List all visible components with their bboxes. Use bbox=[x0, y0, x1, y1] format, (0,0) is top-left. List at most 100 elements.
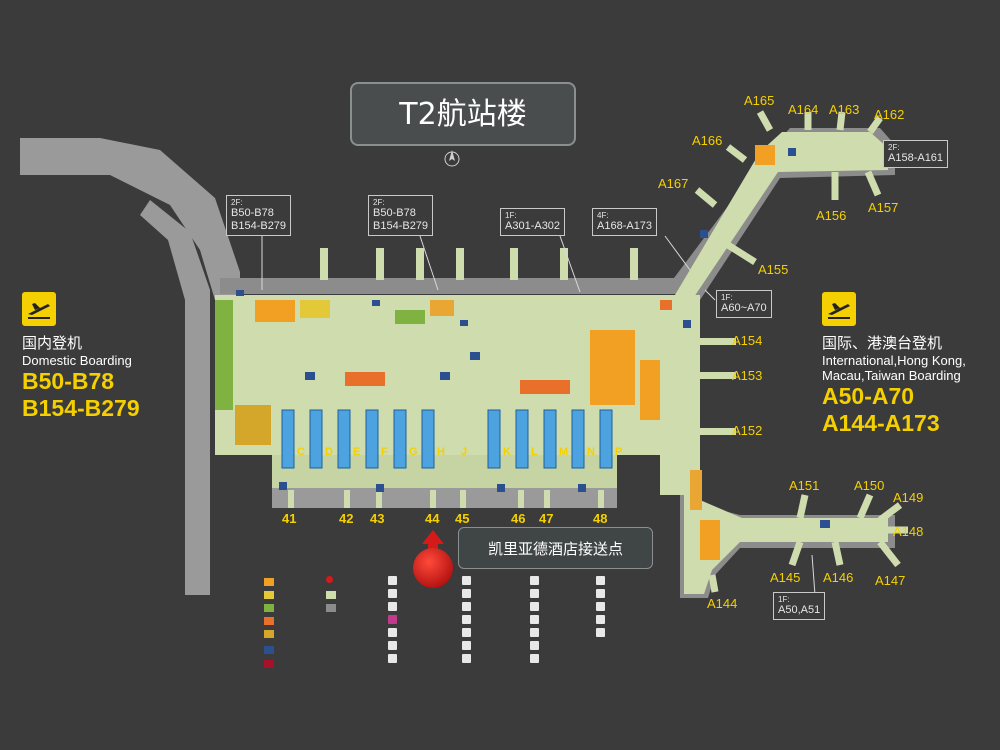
svg-text:K: K bbox=[503, 446, 511, 458]
stand-number: 44 bbox=[425, 511, 440, 526]
legend-swatch bbox=[264, 604, 278, 612]
legend-icon bbox=[388, 654, 401, 663]
legend-icon bbox=[462, 654, 475, 663]
legend-swatch bbox=[264, 591, 278, 599]
legend-icon bbox=[462, 576, 475, 585]
gate-label: A165 bbox=[744, 93, 775, 108]
floor-box: 4F:A168-A173 bbox=[592, 208, 658, 236]
legend-icon bbox=[388, 615, 401, 624]
floor-box: 1F:A50,A51 bbox=[773, 592, 826, 620]
gate-label: A150 bbox=[854, 478, 885, 493]
plane-departure-icon bbox=[22, 292, 56, 326]
gate-label: A148 bbox=[893, 524, 924, 539]
floor-box: 1F:A60~A70 bbox=[716, 290, 772, 318]
shop-blocks bbox=[215, 145, 775, 560]
international-label-cn: 国际、港澳台登机 bbox=[822, 334, 943, 352]
gate-label: A155 bbox=[758, 262, 789, 277]
se-pier-bridges bbox=[708, 493, 908, 593]
gate-label: A167 bbox=[658, 176, 689, 191]
legend-icon bbox=[530, 628, 543, 637]
domestic-label-cn: 国内登机 bbox=[22, 334, 83, 352]
checkin-islands bbox=[281, 409, 613, 469]
legend-icon bbox=[462, 641, 475, 650]
stand-number: 47 bbox=[539, 511, 554, 526]
legend-icon bbox=[388, 602, 401, 611]
gate-label: A162 bbox=[874, 107, 905, 122]
ne-pier-bridges bbox=[694, 110, 883, 265]
location-pin-icon bbox=[413, 530, 453, 588]
northeast-pier-base bbox=[665, 128, 895, 300]
bottom-stubs bbox=[288, 490, 604, 508]
legend-swatch bbox=[264, 617, 278, 625]
svg-text:H: H bbox=[437, 446, 445, 458]
gate-label: A144 bbox=[707, 596, 738, 611]
legend-icon bbox=[530, 602, 543, 611]
map-markers bbox=[236, 148, 830, 528]
gate-label: A154 bbox=[732, 333, 763, 348]
southeast-pier bbox=[684, 455, 888, 594]
floor-box: 1F:A301-A302 bbox=[500, 208, 566, 236]
stand-number: 45 bbox=[455, 511, 470, 526]
plane-departure-icon bbox=[822, 292, 856, 326]
floor-box: 2F:A158-A161 bbox=[883, 140, 949, 168]
international-boarding-panel: 国际、港澳台登机 International,Hong Kong, Macau,… bbox=[822, 292, 966, 437]
gate-label: A164 bbox=[788, 102, 819, 117]
hotel-pickup-label: 凯里亚德酒店接送点 bbox=[458, 527, 653, 569]
legend-icon bbox=[530, 576, 543, 585]
east-jet-bridges bbox=[700, 338, 736, 435]
legend-swatch bbox=[264, 630, 278, 638]
legend-swatch bbox=[326, 591, 340, 599]
stand-number: 43 bbox=[370, 511, 385, 526]
stand-number: 42 bbox=[339, 511, 354, 526]
domestic-gates-2: B154-B279 bbox=[22, 395, 140, 421]
leader-lines bbox=[261, 157, 883, 596]
forecourt bbox=[272, 488, 617, 508]
domestic-boarding-panel: 国内登机 Domestic Boarding B50-B78 B154-B279 bbox=[22, 292, 140, 422]
svg-text:L: L bbox=[531, 446, 538, 458]
legend-icon bbox=[596, 589, 609, 598]
legend-icon bbox=[388, 576, 401, 585]
compass-icon bbox=[444, 150, 460, 167]
east-concourse bbox=[660, 295, 700, 495]
gate-label: A147 bbox=[875, 573, 906, 588]
north-jet-bridges bbox=[320, 248, 638, 280]
domestic-label-en: Domestic Boarding bbox=[22, 353, 132, 368]
svg-text:E: E bbox=[353, 446, 360, 458]
legend-icon bbox=[462, 615, 475, 624]
legend-icon bbox=[388, 628, 401, 637]
gate-label: A152 bbox=[732, 423, 763, 438]
legend-icon bbox=[530, 641, 543, 650]
international-label-en-2: Macau,Taiwan Boarding bbox=[822, 368, 961, 383]
domestic-gates-1: B50-B78 bbox=[22, 368, 115, 394]
gate-label: A157 bbox=[868, 200, 899, 215]
svg-text:G: G bbox=[409, 446, 418, 458]
west-taxiway bbox=[20, 138, 240, 300]
legend-swatch bbox=[264, 660, 278, 668]
terminal-title: T2航站楼 bbox=[350, 82, 576, 146]
stand-number: 48 bbox=[593, 511, 608, 526]
legend-swatch bbox=[264, 578, 278, 586]
legend-icon bbox=[596, 615, 609, 624]
gate-label: A151 bbox=[789, 478, 820, 493]
legend-icon bbox=[530, 654, 543, 663]
gate-label: A149 bbox=[893, 490, 924, 505]
west-taxiway-lower bbox=[140, 200, 210, 595]
northeast-pier bbox=[672, 132, 888, 300]
stand-number: 41 bbox=[282, 511, 297, 526]
international-label-en-1: International,Hong Kong, bbox=[822, 353, 966, 368]
gate-label: A145 bbox=[770, 570, 801, 585]
legend-icon bbox=[388, 641, 401, 650]
international-gates-2: A144-A173 bbox=[822, 410, 940, 436]
international-gates-1: A50-A70 bbox=[822, 383, 915, 409]
floor-box: 2F:B50-B78 B154-B279 bbox=[368, 195, 434, 236]
legend-swatch bbox=[326, 604, 340, 612]
svg-text:J: J bbox=[461, 446, 467, 458]
floor-box: 2F:B50-B78 B154-B279 bbox=[226, 195, 292, 236]
legend-icon bbox=[388, 589, 401, 598]
svg-text:D: D bbox=[325, 446, 333, 458]
legend-swatch bbox=[264, 646, 278, 654]
svg-text:P: P bbox=[615, 446, 622, 458]
legend-icon bbox=[596, 602, 609, 611]
